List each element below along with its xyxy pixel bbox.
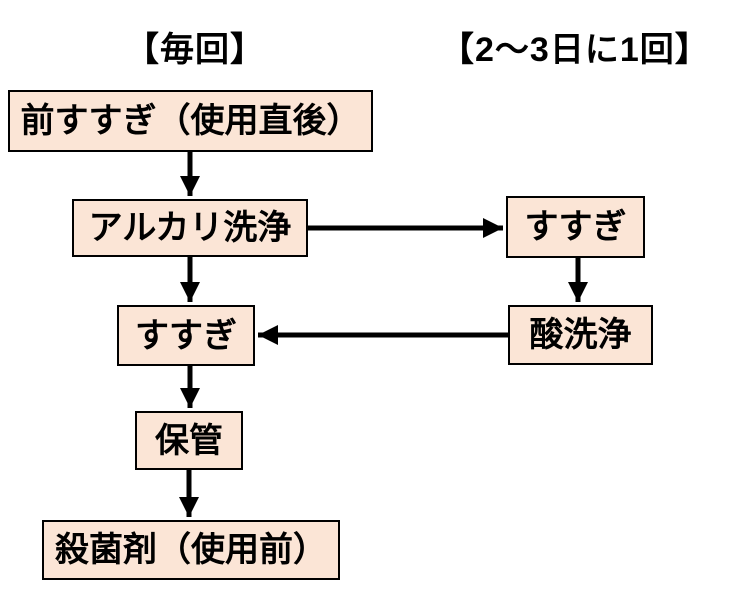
- node-storage: 保管: [135, 411, 243, 470]
- node-acid-wash: 酸洗浄: [508, 305, 653, 365]
- node-rinse-main: すすぎ: [117, 305, 255, 366]
- node-alkali-wash: アルカリ洗浄: [72, 199, 308, 257]
- node-rinse-weekly: すすぎ: [506, 196, 645, 258]
- column-header-every-2-3-days: 【2～3日に1回】: [440, 31, 710, 69]
- node-disinfectant: 殺菌剤（使用前）: [42, 520, 340, 580]
- node-pre-rinse: 前すすぎ（使用直後）: [8, 90, 373, 152]
- column-header-every-time: 【毎回】: [125, 31, 265, 69]
